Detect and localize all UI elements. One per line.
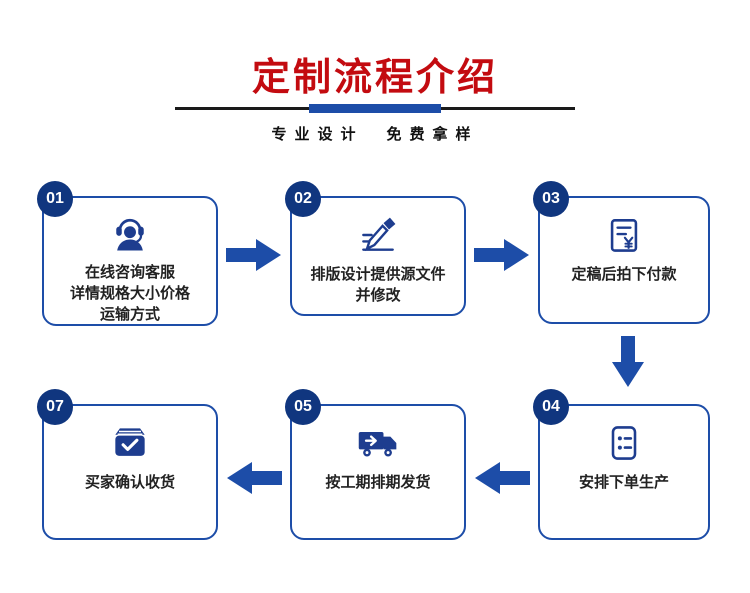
step-card-01: 01 在线咨询客服 详情规格大小价格 运输方式 (37, 181, 218, 326)
flow-arrow-right-1 (226, 238, 282, 272)
package-received-icon (107, 420, 153, 466)
step-description: 排版设计提供源文件 并修改 (310, 264, 445, 306)
flow-arrow-left-2 (226, 461, 282, 495)
customer-service-icon (108, 212, 152, 256)
step-card-05: 05 按工期排期发货 (285, 389, 466, 540)
divider-accent-bar (309, 104, 441, 113)
step-number-badge: 07 (37, 389, 73, 425)
production-order-icon (602, 420, 646, 466)
flow-arrow-right-2 (474, 238, 530, 272)
step-text-line: 排版设计提供源文件 (310, 266, 446, 283)
design-edit-icon (356, 212, 400, 258)
delivery-truck-icon (355, 420, 401, 466)
step-description: 按工期排期发货 (325, 472, 430, 493)
step-description: 定稿后拍下付款 (571, 264, 676, 285)
step-text-line: 在线咨询客服 (84, 264, 175, 281)
step-description: 买家确认收货 (85, 472, 175, 493)
step-number-badge: 02 (285, 181, 321, 217)
step-description: 在线咨询客服 详情规格大小价格 运输方式 (70, 262, 190, 325)
page-subtitle: 专业设计 免费拿样 (271, 126, 479, 143)
step-text-line: 买家确认收货 (84, 474, 175, 491)
step-text-line: 定稿后拍下付款 (571, 266, 677, 283)
step-text-line: 运输方式 (99, 306, 160, 323)
step-number-badge: 03 (533, 181, 569, 217)
step-number-badge: 04 (533, 389, 569, 425)
step-text-line: 按工期排期发货 (325, 474, 431, 491)
step-text-line: 并修改 (355, 287, 401, 304)
step-number-badge: 01 (37, 181, 73, 217)
step-text-line: 详情规格大小价格 (69, 285, 190, 302)
step-card-04: 04 安排下单生产 (533, 389, 710, 540)
payment-document-icon (602, 212, 646, 258)
step-description: 安排下单生产 (579, 472, 669, 493)
step-card-03: 03 定稿后拍下付款 (533, 181, 710, 324)
flow-arrow-down (611, 336, 645, 388)
step-number-badge: 05 (285, 389, 321, 425)
flow-arrow-left-1 (474, 461, 530, 495)
title-divider (175, 104, 575, 114)
page-title: 定制流程介绍 (251, 57, 498, 99)
step-card-07: 07 买家确认收货 (37, 389, 218, 540)
step-card-02: 02 排版设计提供源文件 并修改 (285, 181, 466, 316)
step-text-line: 安排下单生产 (578, 474, 669, 491)
